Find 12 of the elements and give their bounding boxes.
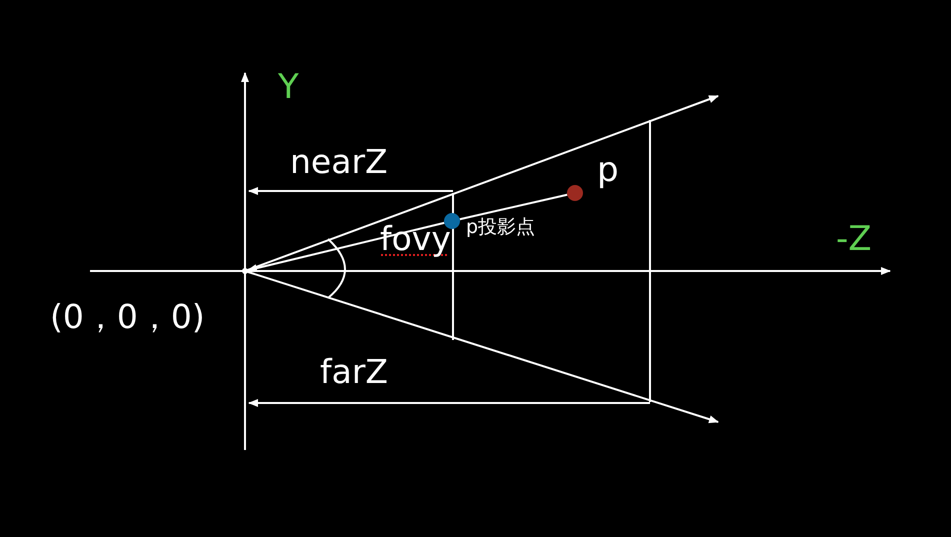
point-label: p	[597, 153, 619, 187]
dimension-label: nearZ	[290, 145, 388, 178]
point-label: p投影点	[466, 218, 536, 236]
axis-label: Y	[278, 70, 299, 104]
projection-line	[246, 222, 444, 272]
dimension-label: farZ	[320, 355, 388, 388]
point-dot	[567, 185, 583, 201]
projection-line	[460, 194, 568, 220]
angle-label: fovy	[380, 222, 451, 255]
axis-label: -Z	[836, 222, 872, 256]
point-dot	[242, 268, 248, 274]
point-label: (0，0，0)	[50, 300, 205, 332]
